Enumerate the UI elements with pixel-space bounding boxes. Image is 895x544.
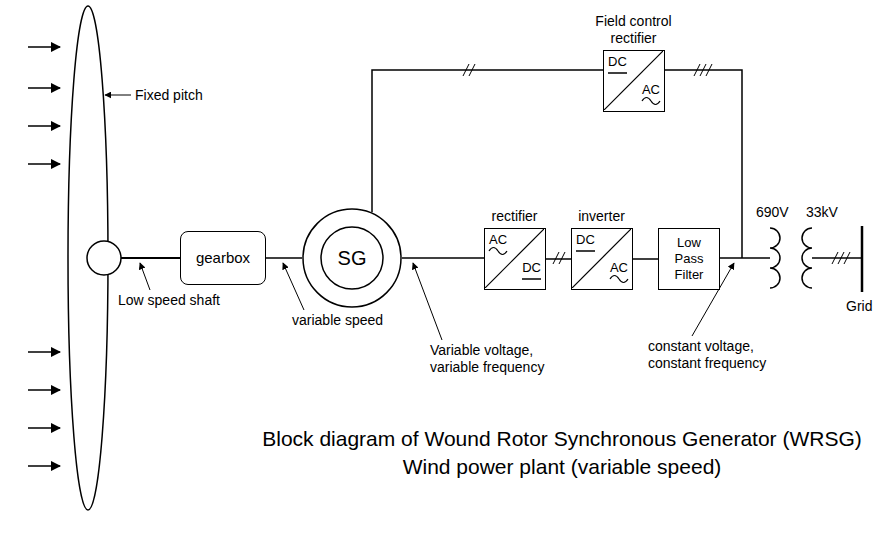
input-type: DC	[576, 232, 595, 247]
phase-slashes	[706, 64, 712, 76]
turbine-rotor	[68, 6, 180, 510]
connector	[633, 258, 658, 260]
wind-arrows	[28, 163, 60, 165]
box-text: gearbox	[196, 249, 250, 267]
connector	[266, 257, 302, 259]
leader-lines	[105, 95, 734, 340]
ac-symbol	[489, 248, 507, 255]
phase-slashes	[832, 252, 838, 264]
wind-arrows	[28, 427, 60, 429]
ac-symbol	[642, 98, 660, 105]
transformer-symbol	[802, 228, 812, 288]
phase-slashes	[700, 64, 706, 76]
phase-slashes	[844, 252, 850, 264]
transformer-symbol	[770, 228, 780, 288]
turbine-rotor	[87, 241, 121, 275]
diagram-caption: Block diagram of Wound Rotor Synchronous…	[242, 425, 882, 481]
output-type: AC	[610, 260, 628, 275]
power-wires	[720, 257, 770, 259]
box-text: Low Pass Filter	[666, 235, 712, 283]
connector	[402, 257, 484, 259]
transformer-symbol	[770, 228, 812, 288]
filter-box: Low Pass Filter	[658, 228, 720, 290]
gearbox-box: gearbox	[180, 231, 266, 285]
output-type: DC	[522, 260, 541, 275]
voltage-label: 33kV	[806, 204, 838, 221]
grid-bus	[861, 226, 864, 292]
converter-box: Field control rectifierDCAC	[603, 50, 665, 112]
leader-lines	[140, 263, 150, 290]
turbine-rotor	[121, 257, 180, 259]
connector	[372, 70, 603, 212]
wind-arrows	[28, 46, 60, 48]
leader-lines	[105, 95, 131, 96]
block-heading: inverter	[557, 208, 647, 225]
callout-label: variable speed	[292, 312, 383, 329]
input-type: DC	[608, 54, 627, 69]
converter-diagonal	[604, 51, 663, 110]
stator-circle	[303, 209, 401, 307]
callout-label: Fixed pitch	[135, 87, 203, 104]
dc-symbol	[608, 72, 627, 74]
converter-diagonal	[485, 229, 544, 288]
leader-lines	[413, 263, 442, 340]
ac-symbol	[610, 276, 628, 283]
phase-slashes	[838, 252, 844, 264]
wind-arrows	[28, 465, 60, 467]
grid-label: Grid	[846, 298, 872, 315]
wind-arrows	[28, 125, 60, 127]
output-type: AC	[642, 82, 660, 97]
wind-arrows	[28, 351, 60, 353]
block-heading: rectifier	[470, 208, 560, 225]
converter-diagonal	[572, 229, 631, 288]
connector	[546, 258, 571, 260]
callout-label: constant voltage, constant frequency	[648, 338, 798, 372]
leader-lines	[283, 263, 304, 310]
grid-bus	[861, 226, 864, 292]
wind-arrows	[28, 47, 60, 466]
block-heading: Field control rectifier	[582, 13, 686, 47]
dc-symbol	[576, 250, 595, 252]
callout-label: Variable voltage, variable frequency	[430, 342, 570, 376]
generator-text: SG	[338, 247, 367, 270]
power-wires	[812, 257, 862, 259]
converter-box: rectifierACDC	[484, 228, 546, 290]
wind-arrows	[28, 389, 60, 391]
voltage-label: 690V	[756, 204, 789, 221]
phase-slashes	[559, 252, 565, 264]
callout-label: Low speed shaft	[118, 292, 220, 309]
rotor-circle	[321, 227, 383, 289]
generator-circle: SG	[302, 208, 402, 308]
dc-symbol	[522, 278, 541, 280]
phase-slashes	[694, 64, 700, 76]
input-type: AC	[489, 232, 507, 247]
phase-slashes	[553, 252, 559, 264]
wind-arrows	[28, 87, 60, 89]
converter-box: inverterDCAC	[571, 228, 633, 290]
